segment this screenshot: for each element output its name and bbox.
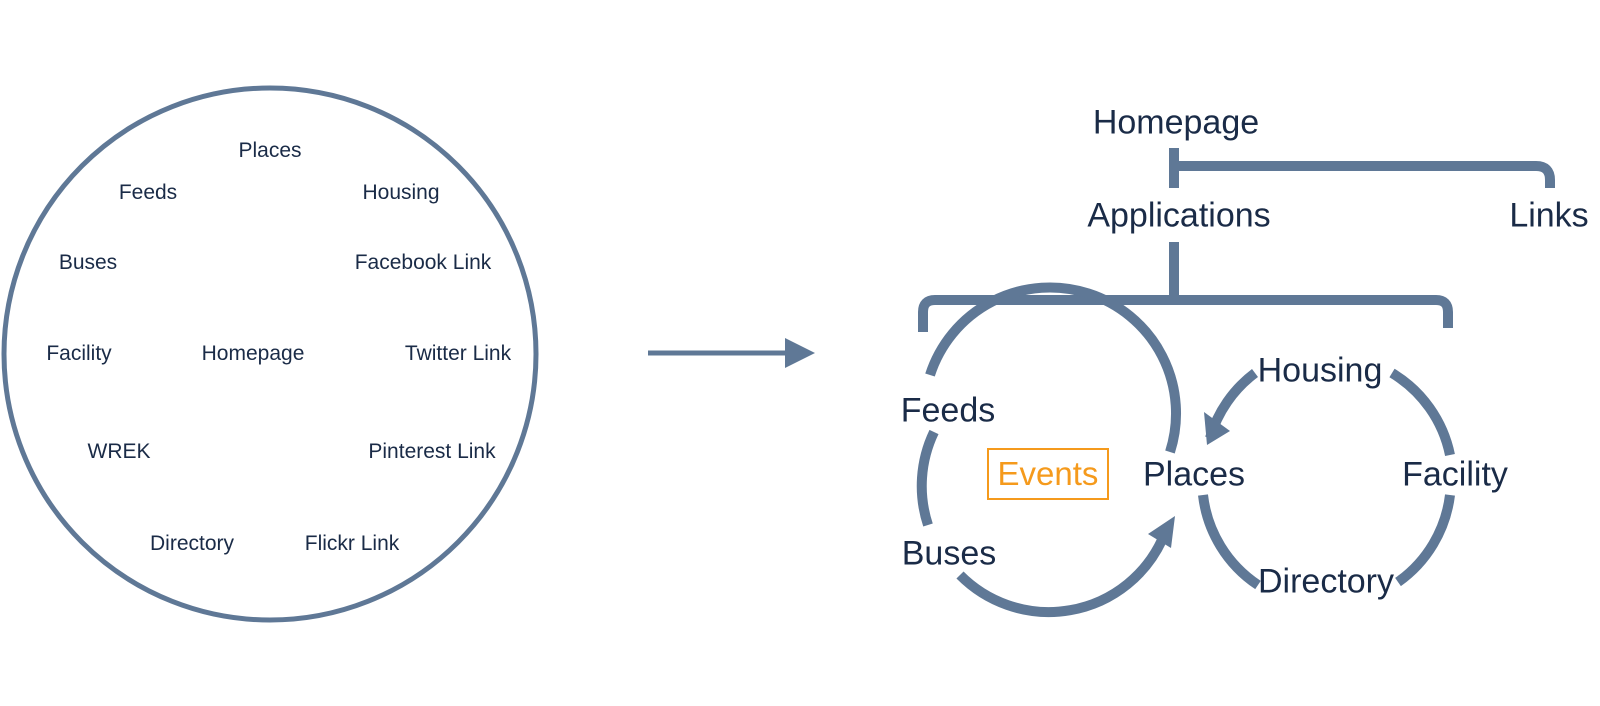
flat-label-feeds: Feeds (118, 181, 178, 204)
flat-label-homepage: Homepage (201, 342, 305, 365)
flat-label-facility: Facility (46, 342, 112, 365)
flat-label-wrek: WREK (87, 440, 151, 463)
flat-label-places: Places (238, 139, 302, 162)
tree-label-facility: Facility (1402, 455, 1508, 494)
flat-label-flickr-link: Flickr Link (304, 532, 400, 555)
tree-label-places: Places (1142, 455, 1246, 494)
flat-structure-circle (1, 85, 539, 623)
tree-label-applications: Applications (1087, 196, 1271, 235)
tree-label-housing: Housing (1257, 351, 1383, 390)
left-cycle-arrowhead (1148, 516, 1175, 548)
flat-label-directory: Directory (149, 532, 235, 555)
tree-label-homepage: Homepage (1092, 103, 1260, 142)
events-box-highlight: Events (987, 448, 1109, 500)
flat-label-pinterest-link: Pinterest Link (368, 440, 496, 463)
right-cycle-arrowhead (1204, 412, 1230, 445)
tree-label-feeds: Feeds (900, 391, 996, 430)
flat-label-housing: Housing (362, 181, 440, 204)
applications-branch (918, 242, 1453, 332)
left-cycle (916, 282, 1182, 617)
tree-label-links: Links (1509, 196, 1589, 235)
homepage-branch (1169, 148, 1555, 188)
flat-label-facebook-link: Facebook Link (354, 251, 492, 274)
tree-label-buses: Buses (901, 534, 997, 573)
flat-label-twitter-link: Twitter Link (404, 342, 512, 365)
flat-label-buses: Buses (58, 251, 118, 274)
tree-label-directory: Directory (1257, 562, 1395, 601)
